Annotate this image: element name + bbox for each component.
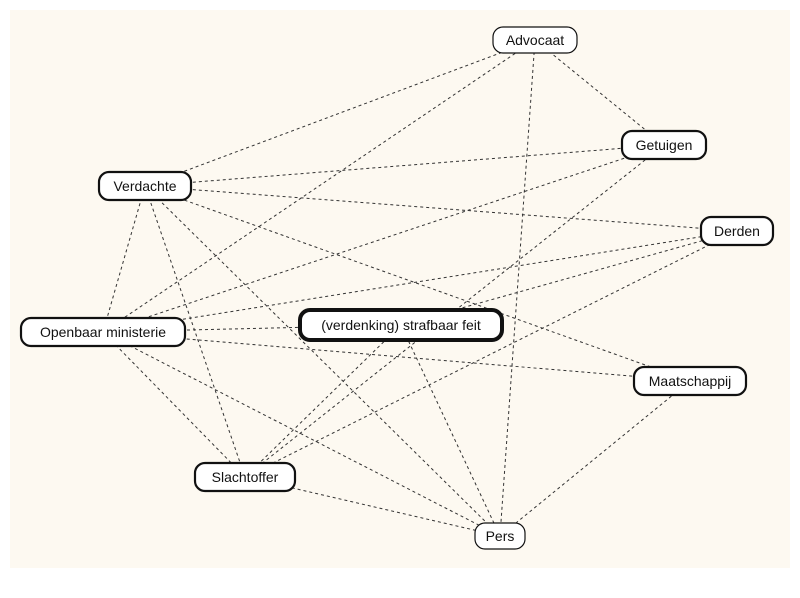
node-advocaat: Advocaat bbox=[492, 26, 578, 54]
node-box-feit bbox=[298, 308, 504, 342]
node-pers: Pers bbox=[474, 522, 526, 550]
node-verdachte: Verdachte bbox=[97, 170, 193, 202]
node-box-pers bbox=[474, 522, 526, 550]
edge-verdachte-derden bbox=[144, 185, 738, 232]
node-openbaar: Openbaar ministerie bbox=[19, 316, 187, 348]
edge-layer bbox=[102, 39, 738, 537]
node-feit: (verdenking) strafbaar feit bbox=[298, 308, 504, 342]
edge-feit-slachtoffer bbox=[244, 324, 402, 478]
edge-verdachte-maatschappij bbox=[144, 185, 691, 382]
edge-derden-slachtoffer bbox=[244, 230, 738, 478]
edge-verdachte-pers bbox=[144, 185, 501, 537]
node-box-openbaar bbox=[19, 316, 187, 348]
diagram-panel bbox=[10, 10, 790, 568]
edge-verdachte-openbaar bbox=[102, 185, 146, 333]
node-getuigen: Getuigen bbox=[620, 129, 708, 161]
edge-feit-pers bbox=[400, 324, 501, 537]
node-label-maatschappij: Maatschappij bbox=[649, 373, 732, 389]
edge-openbaar-maatschappij bbox=[102, 331, 691, 382]
node-label-openbaar: Openbaar ministerie bbox=[40, 324, 166, 340]
node-maatschappij: Maatschappij bbox=[632, 365, 748, 397]
node-box-slachtoffer bbox=[193, 461, 297, 493]
node-derden: Derden bbox=[699, 215, 775, 247]
edge-verdachte-getuigen bbox=[144, 144, 665, 187]
node-box-getuigen bbox=[620, 129, 708, 161]
node-label-verdachte: Verdachte bbox=[113, 178, 176, 194]
edge-getuigen-openbaar bbox=[102, 144, 665, 333]
node-layer: AdvocaatGetuigenVerdachteDerdenOpenbaar … bbox=[19, 26, 775, 550]
node-label-pers: Pers bbox=[486, 528, 515, 544]
edge-openbaar-slachtoffer bbox=[102, 331, 246, 478]
edge-advocaat-pers bbox=[499, 39, 536, 537]
node-label-feit: (verdenking) strafbaar feit bbox=[321, 317, 481, 333]
edge-getuigen-slachtoffer bbox=[244, 144, 665, 478]
node-box-maatschappij bbox=[632, 365, 748, 397]
node-label-advocaat: Advocaat bbox=[506, 32, 564, 48]
edge-advocaat-getuigen bbox=[534, 39, 665, 146]
node-slachtoffer: Slachtoffer bbox=[193, 461, 297, 493]
node-label-derden: Derden bbox=[714, 223, 760, 239]
edge-advocaat-openbaar bbox=[102, 39, 536, 333]
node-box-derden bbox=[699, 215, 775, 247]
node-label-slachtoffer: Slachtoffer bbox=[212, 469, 279, 485]
node-label-getuigen: Getuigen bbox=[636, 137, 693, 153]
node-box-verdachte bbox=[97, 170, 193, 202]
edge-maatschappij-pers bbox=[499, 380, 691, 537]
node-box-advocaat bbox=[492, 26, 578, 54]
edge-derden-openbaar bbox=[102, 230, 738, 333]
edge-openbaar-pers bbox=[102, 331, 501, 537]
